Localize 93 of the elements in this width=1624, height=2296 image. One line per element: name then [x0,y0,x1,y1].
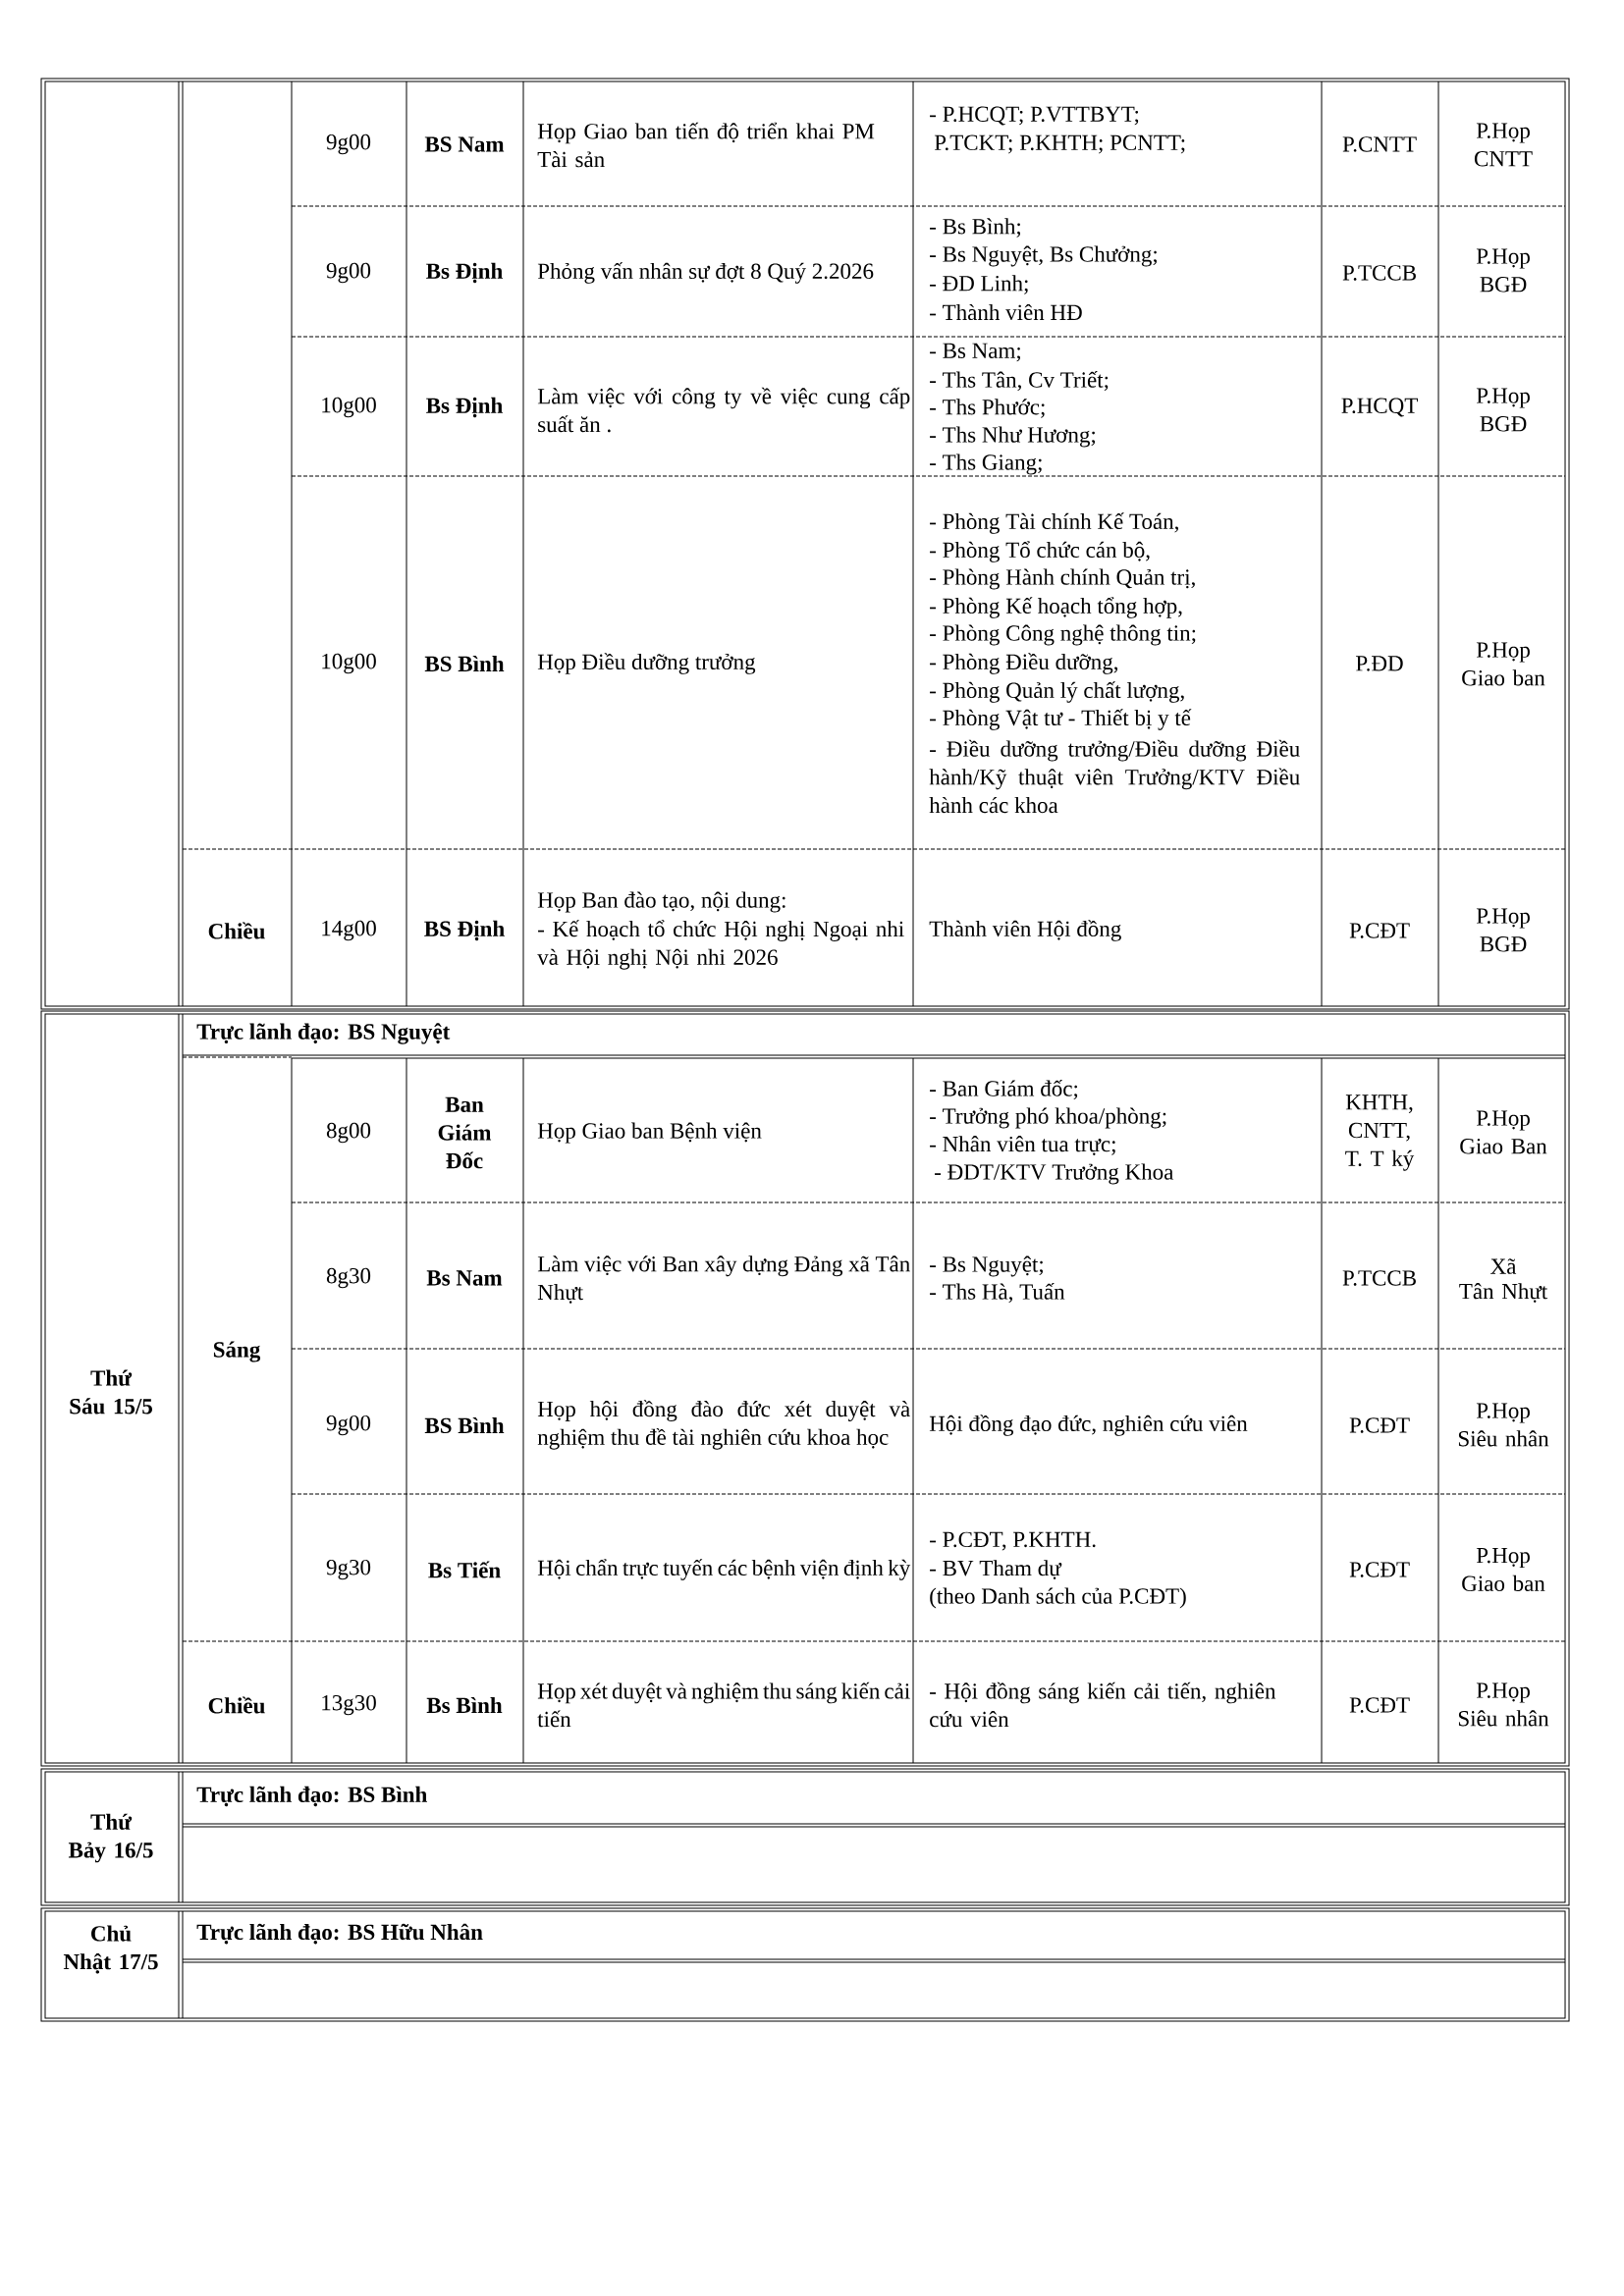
unit-text: P.TCCB [1342,265,1416,281]
meeting-content: Họp Ban đào tạo, nội dung: [537,891,785,913]
unit-text: P.TCCB [1342,1270,1416,1286]
time-text: 9g30 [326,1559,371,1580]
unit-text: P.CĐT [1349,1562,1410,1577]
meeting-content: - Kế hoạch tổ chức Hội nghị Ngoại nhi và Hội nghị Nội nhi 2026 [537,920,904,970]
location-text: P.Họp BGĐ [1476,248,1530,293]
unit-text: P.CNTT [1342,136,1417,152]
meeting-content: Làm việc với Ban xây dựng Đảng xã Tân Nhựt [537,1255,910,1304]
location-text: P.Họp Giao ban [1462,1548,1545,1591]
participant-item: - Phòng Tổ chức cán bộ, [930,541,1150,562]
meeting-content: Họp Giao ban Bệnh viện [537,1122,762,1144]
time-text: 8g00 [326,1122,371,1144]
participant-item: - Phòng Công nghệ thông tin; [930,624,1196,646]
unit-text: P.HCQT [1341,398,1418,417]
participant-item: - ĐDT/KTV Trưởng Khoa [935,1163,1174,1185]
person-name: Ban Giám Đốc [438,1096,492,1169]
person-name: BS Định [424,920,505,941]
unit-text: KHTH, CNTT, T. T ký [1345,1095,1415,1171]
session-label: Sáng [213,1341,261,1362]
participant-item: - BV Tham dự [930,1560,1062,1579]
location-text: Tân Nhựt [1459,1283,1548,1303]
participant-item: - Ths Hà, Tuấn [930,1282,1065,1304]
person-name: BS Nam [424,136,505,152]
time-text: 14g00 [322,920,376,941]
person-name: Bs Nam [426,1270,503,1286]
person-name: Bs Định [426,397,503,418]
participant-item: Thành viên Hội đồng [929,920,1121,941]
time-text: 10g00 [322,653,376,674]
participant-item: - Phòng Điều dưỡng, [930,653,1118,674]
unit-text: P.CĐT [1349,923,1410,938]
participant-item: - Ths Tân, Cv Triết; [930,370,1109,392]
participant-item: - Ban Giám đốc; [930,1079,1078,1100]
participant-item: - Nhân viên tua trực; [930,1136,1115,1155]
location-text: P.Họp Siêu nhân [1458,1682,1549,1727]
participant-item: - Phòng Tài chính Kế Toán, [930,512,1178,534]
time-text: 9g00 [326,262,371,284]
participant-item: - ĐD Linh; [930,275,1028,294]
participant-item: - Ths Phước; [930,399,1045,418]
day-label: Chủ Nhật 17/5 [63,1925,158,1974]
time-text: 10g00 [322,397,376,418]
participant-item: - Phòng Vật tư - Thiết bị y tế [930,709,1192,730]
participant-item: - Ths Như Hương; [930,426,1096,448]
meeting-content: Họp Giao ban tiến độ triển khai PM Tài sản [537,122,875,168]
participant-item: - Phòng Hành chính Quản trị, [930,568,1195,590]
participant-item: (theo Danh sách của P.CĐT) [930,1587,1186,1609]
participant-item: - Phòng Quản lý chất lượng, [930,681,1184,703]
location-text: Xã [1490,1258,1517,1274]
session-label: Chiều [208,1696,265,1714]
location-text: P.Họp BGĐ [1476,908,1530,952]
location-text: P.Họp Giao Ban [1460,1110,1547,1154]
session-label: Chiều [208,922,265,939]
leader-text: Trực lãnh đạo: BS Bình [196,1786,427,1807]
person-name: Bs Bình [426,1696,503,1714]
participant-item: - P.CĐT, P.KHTH. [930,1531,1096,1551]
participant-item: Hội đồng đạo đức, nghiên cứu viên [929,1415,1248,1436]
time-text: 13g30 [322,1694,376,1716]
meeting-content: Họp Điều dưỡng trưởng [537,653,756,674]
day-label: Thứ Sáu 15/5 [70,1369,152,1415]
unit-text: P.ĐD [1356,656,1403,671]
participant-item: P.TCKT; P.KHTH; PCNTT; [934,134,1185,154]
person-name: Bs Định [426,262,503,284]
unit-text: P.CĐT [1349,1417,1410,1433]
time-text: 8g30 [326,1267,371,1289]
meeting-content: Hội chẩn trực tuyến các bệnh viện định kỳ [537,1559,911,1580]
participant-item: - Bs Bình; [930,218,1020,238]
person-name: Bs Tiến [428,1561,501,1578]
participant-item: - Ths Giang; [930,454,1042,475]
meeting-content: Làm việc với công ty về việc cung cấp suất ăn . [537,387,910,433]
leader-text: Trực lãnh đạo: BS Hữu Nhân [196,1923,483,1945]
participant-item: - Thành viên HĐ [930,303,1082,321]
participant-item: - Bs Nam; [930,343,1020,362]
day-label: Thứ Bảy 16/5 [68,1813,153,1863]
meeting-content: Phỏng vấn nhân sự đợt 8 Quý 2.2026 [537,262,874,284]
location-text: P.Họp Giao ban [1462,642,1545,686]
leader-text: Trực lãnh đạo: BS Nguyệt [196,1023,451,1044]
time-text: 9g00 [326,133,371,155]
participant-item: - Phòng Kế hoạch tổng hợp, [930,597,1182,618]
time-text: 9g00 [326,1415,371,1436]
meeting-content: Họp hội đồng đào đức xét duyệt và nghiệm thu đề tài nghiên cứu khoa học [537,1400,910,1450]
location-text: P.Họp CNTT [1474,123,1533,167]
participant-item: - Trưởng phó khoa/phòng; [930,1107,1166,1129]
person-name: BS Bình [424,655,505,672]
unit-text: P.CĐT [1349,1697,1410,1713]
person-name: BS Bình [424,1416,505,1434]
participant-item: - P.HCQT; P.VTTBYT; [930,106,1139,126]
participant-item: - Bs Nguyệt; [930,1255,1043,1277]
participant-item: - Bs Nguyệt, Bs Chưởng; [930,245,1157,267]
participant-item: - Hội đồng sáng kiến cải tiến, nghiên cứu viên [930,1682,1276,1728]
participant-item: - Điều dưỡng trưởng/Điều dưỡng Điều hành/Kỹ thuật viên Trưởng/KTV Điều hành các khoa [929,739,1300,814]
location-text: P.Họp Siêu nhân [1458,1403,1549,1447]
meeting-content: Họp xét duyệt và nghiệm thu sáng kiến cải tiến [537,1682,910,1728]
location-text: P.Họp BGĐ [1476,388,1530,432]
